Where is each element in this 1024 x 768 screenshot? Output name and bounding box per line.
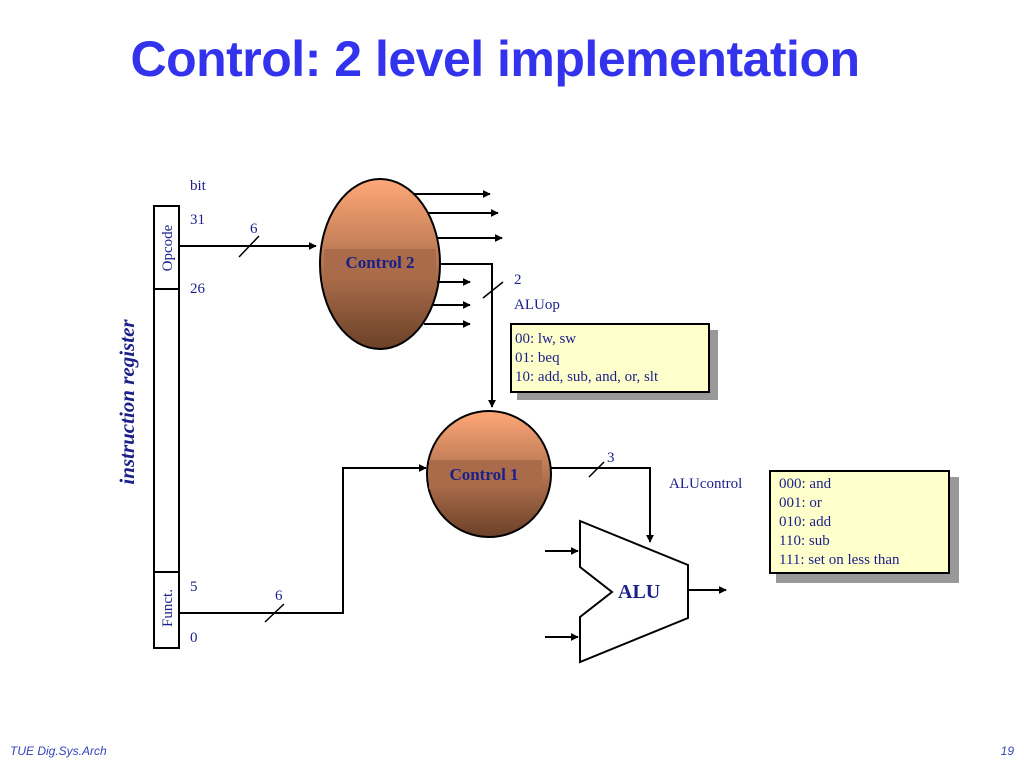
- alucontrol-wire: [551, 467, 654, 543]
- aluop-note-box: [510, 323, 710, 393]
- alucontrol-bus: 3 ALUcontrol: [551, 450, 742, 543]
- control2-label: Control 2: [345, 253, 414, 272]
- instruction-register-label: instruction register: [115, 319, 139, 485]
- alu-shape: [579, 519, 689, 664]
- control1-label: Control 1: [449, 465, 518, 484]
- footer-page-number: 19: [1000, 744, 1014, 758]
- aluop-label: ALUop: [514, 297, 560, 313]
- control1-unit: Control 1: [426, 410, 552, 538]
- bit-header: bit: [190, 178, 207, 194]
- alucontrol-label: ALUcontrol: [669, 476, 742, 492]
- funct-bus-slash: [264, 603, 285, 623]
- alucontrol-note-line-2: 001: or: [779, 495, 822, 511]
- funct-wire: [179, 464, 427, 614]
- aluop-note: 00: lw, sw 01: beq 10: add, sub, and, or…: [510, 323, 718, 400]
- slide-title: Control: 2 level implementation: [130, 31, 860, 87]
- alucontrol-note-line-5: 111: set on less than: [779, 552, 900, 568]
- alu-unit: ALU: [545, 519, 727, 664]
- control2-unit: Control 2: [319, 178, 441, 350]
- control2-label-band: [324, 249, 436, 278]
- alucontrol-note: 000: and 001: or 010: add 110: sub 111: …: [769, 470, 959, 583]
- opcode-bus-width: 6: [250, 221, 258, 237]
- opcode-field-label: Opcode: [160, 224, 176, 271]
- control2-outputs: [413, 190, 503, 328]
- alucontrol-note-box: [769, 470, 950, 574]
- aluop-note-line-1: 00: lw, sw: [515, 331, 576, 347]
- opcode-bus-slash: [238, 235, 260, 258]
- funct-field-label: Funct.: [160, 589, 176, 627]
- aluop-bus-width: 2: [514, 272, 522, 288]
- aluop-wire: [440, 263, 496, 408]
- aluop-note-line-3: 10: add, sub, and, or, slt: [515, 369, 659, 385]
- control1-label-band: [429, 460, 542, 489]
- alucontrol-note-line-3: 010: add: [779, 514, 832, 530]
- funct-bus-width: 6: [275, 588, 283, 604]
- bit-31-label: 31: [190, 212, 205, 228]
- alucontrol-note-line-1: 000: and: [779, 476, 832, 492]
- bit-0-label: 0: [190, 630, 198, 646]
- alucontrol-bus-width: 3: [607, 450, 615, 466]
- aluop-bus: 2 ALUop: [440, 263, 560, 408]
- bit-26-label: 26: [190, 281, 206, 297]
- aluop-bus-slash: [482, 281, 504, 299]
- register-box: [153, 205, 180, 649]
- alu-label: ALU: [618, 581, 660, 603]
- opcode-bus: 6: [179, 221, 317, 258]
- instruction-register: Opcode Funct. instruction register bit 3…: [115, 178, 207, 649]
- alucontrol-note-line-4: 110: sub: [779, 533, 830, 549]
- footer-course-name: TUE Dig.Sys.Arch: [10, 744, 107, 758]
- funct-bus: 6: [179, 464, 427, 623]
- bit-5-label: 5: [190, 579, 198, 595]
- aluop-note-line-2: 01: beq: [515, 350, 560, 366]
- alucontrol-bus-slash: [588, 461, 605, 478]
